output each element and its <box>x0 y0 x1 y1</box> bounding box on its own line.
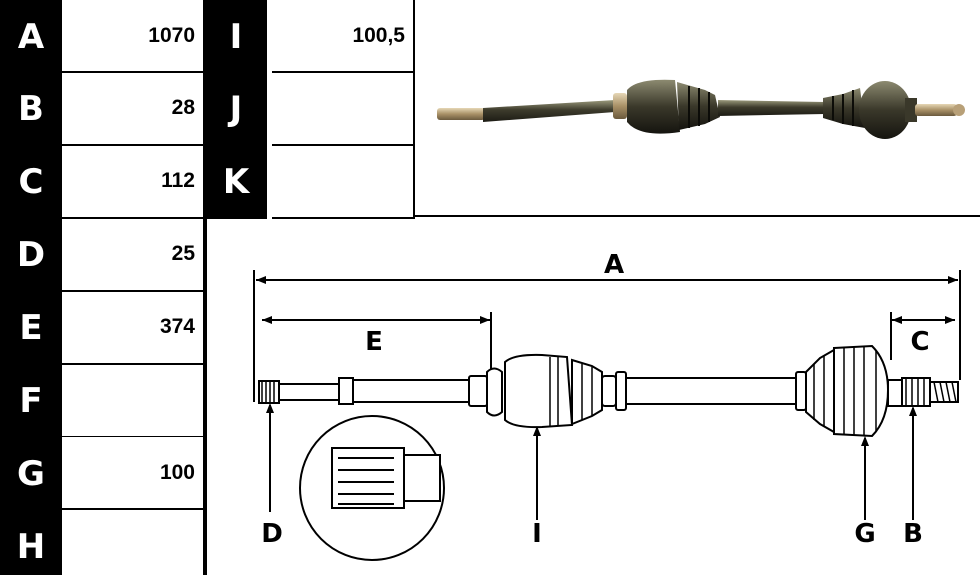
label-d: D <box>261 519 283 549</box>
mid-key-i: I <box>205 0 267 73</box>
photo-outer-joint <box>859 81 911 139</box>
shaft-left-section <box>278 383 340 401</box>
label-c: C <box>910 327 929 357</box>
photo-inner-boot-ribs <box>688 86 710 128</box>
left-value-c: 112 <box>62 145 205 219</box>
shaft-inner-collar <box>468 375 488 407</box>
left-key-c: C <box>0 145 62 219</box>
dim-arrowheads <box>256 276 958 324</box>
label-a: A <box>604 250 624 280</box>
photo-outer-joint-collar <box>905 98 917 122</box>
photo-tip-end <box>953 104 965 116</box>
label-b: B <box>903 519 923 549</box>
inner-boot <box>571 358 603 426</box>
label-e: E <box>365 327 383 357</box>
label-g: G <box>854 519 875 549</box>
left-value-h <box>62 510 205 575</box>
spline-hatching <box>261 378 957 406</box>
leader-arrowheads <box>266 403 917 446</box>
mid-value-i: 100,5 <box>272 0 415 73</box>
drive-shaft-photo <box>437 79 965 139</box>
left-value-d: 25 <box>62 218 205 292</box>
spline-detail-view <box>331 447 441 509</box>
inner-ring <box>486 367 503 417</box>
left-value-g: 100 <box>62 437 205 511</box>
mid-key-j: J <box>205 72 267 146</box>
mid-value-k <box>272 145 415 219</box>
label-i: I <box>532 519 542 549</box>
left-key-g: G <box>0 437 62 511</box>
outer-joint-shoulder <box>887 379 903 407</box>
outer-boot <box>805 348 835 434</box>
outer-joint <box>833 344 890 438</box>
inner-boot-clamp <box>601 375 617 407</box>
left-key-b: B <box>0 72 62 146</box>
product-photo <box>415 0 980 217</box>
left-value-e: 374 <box>62 291 205 365</box>
photo-outer-boot-ribs <box>832 90 854 126</box>
inner-boot-end <box>615 371 627 411</box>
shaft-step <box>338 377 354 405</box>
photo-collar <box>613 93 627 119</box>
photo-inner-joint <box>627 79 680 134</box>
photo-threaded-tip <box>915 104 957 116</box>
leader-lines <box>269 405 914 520</box>
left-key-e: E <box>0 291 62 365</box>
left-key-f: F <box>0 364 62 438</box>
shaft-middle <box>625 377 797 405</box>
left-value-b: 28 <box>62 72 205 146</box>
boot-ribs <box>549 346 877 436</box>
left-value-f <box>62 364 205 438</box>
left-key-a: A <box>0 0 62 73</box>
photo-long-shaft <box>483 100 615 122</box>
left-key-h: H <box>0 510 62 575</box>
mid-key-k: K <box>205 145 267 219</box>
mid-value-j <box>272 72 415 146</box>
photo-left-stub <box>437 108 485 120</box>
photo-mid-shaft <box>718 100 825 116</box>
left-key-d: D <box>0 218 62 292</box>
outer-boot-clamp <box>795 371 807 411</box>
technical-drawing: A E C D I G B <box>205 217 980 575</box>
inner-joint-housing <box>504 353 574 429</box>
drive-shaft-drawing: A E C D I G B <box>253 250 961 561</box>
shaft-main-section <box>352 379 470 403</box>
left-value-a: 1070 <box>62 0 205 73</box>
